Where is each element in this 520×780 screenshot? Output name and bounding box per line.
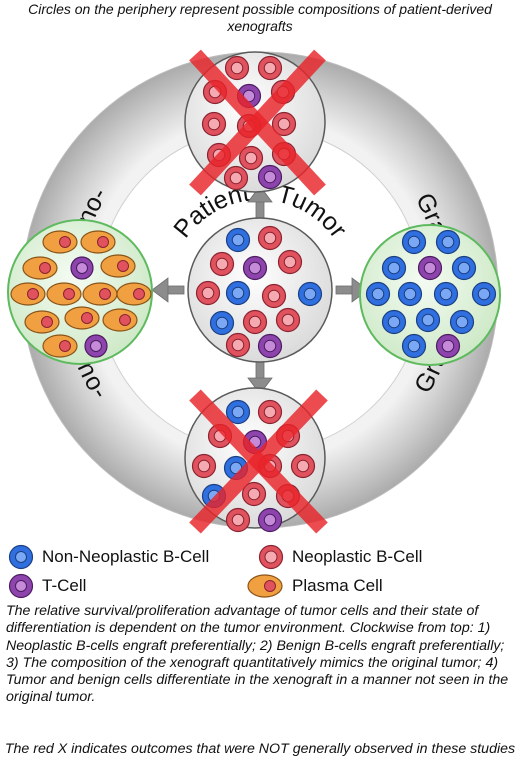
red-x-icon [189,389,328,534]
neoplastic-cell [241,481,267,507]
red-x-icon [189,49,326,196]
non-neoplastic-cell [471,281,497,307]
non-neoplastic-cell [209,310,235,336]
non-neoplastic-cell [401,229,427,255]
legend-plasma: Plasma Cell [246,573,383,599]
plasma-cell [42,334,78,358]
non-neoplastic-cell [365,281,391,307]
caption-top: Circles on the periphery represent possi… [28,1,492,34]
t-cell [257,164,283,190]
plasma-cell [100,254,136,278]
non-neoplastic-cell [397,281,423,307]
neoplastic-cell [191,453,217,479]
non-neoplastic-cell [225,399,251,425]
neoplastic-cell [277,249,303,275]
neoplastic-cell [201,111,227,137]
arrow-icon [151,185,369,395]
non-neoplastic-cell [381,255,407,281]
neoplastic-cell [225,507,251,533]
t-cell [257,333,283,359]
t-cell [417,255,443,281]
legend-label-plasma: Plasma Cell [292,576,383,595]
non-neoplastic-cell [381,309,407,335]
neoplastic-cell [290,453,316,479]
plasma-cell [10,282,46,306]
non-neoplastic-cell-icon [8,544,34,570]
neoplastic-cell [223,165,249,191]
plasma-cell [22,256,58,280]
t-cell [70,256,94,280]
neoplastic-cell [224,55,250,81]
legend-t-cell: T-Cell [8,573,86,599]
neoplastic-cell [271,111,297,137]
non-neoplastic-cell [433,281,459,307]
t-cell [242,255,268,281]
neoplastic-cell [257,225,283,251]
plasma-cell [80,230,116,254]
non-neoplastic-cell [415,307,441,333]
legend-non-neoplastic: Non-Neoplastic B-Cell [8,544,209,570]
plasma-cell-icon [247,574,283,598]
non-neoplastic-cell [297,281,323,307]
legend-label-t-cell: T-Cell [42,576,87,595]
neoplastic-cell [242,309,268,335]
non-neoplastic-cell [225,280,251,306]
plasma-cell [102,308,138,332]
plasma-cell [82,282,118,306]
plasma-cell [64,306,100,330]
neoplastic-cell [261,283,287,309]
neoplastic-cell [195,280,221,306]
plasma-cell [116,282,152,306]
t-cell [257,507,283,533]
neoplastic-cell-icon [258,544,284,570]
legend-label-non-neoplastic: Non-Neoplastic B-Cell [42,547,210,566]
t-cell [435,333,461,359]
non-neoplastic-cell [449,309,475,335]
legend-label-neoplastic: Neoplastic B-Cell [292,547,423,566]
neoplastic-cell [275,307,301,333]
non-neoplastic-cell [225,227,251,253]
non-neoplastic-cell [401,333,427,359]
plasma-cell [46,282,82,306]
plasma-cell [42,230,78,254]
neoplastic-cell [257,399,283,425]
neoplastic-cell [225,332,251,358]
plasma-cell [24,310,60,334]
legend: Non-Neoplastic B-Cell Neoplastic B-Cell … [0,540,520,602]
neoplastic-cell [257,55,283,81]
non-neoplastic-cell [451,255,477,281]
non-neoplastic-cell [435,229,461,255]
t-cell [84,334,108,358]
neoplastic-cell [209,251,235,277]
red-x-note: The red X indicates outcomes that were N… [4,741,516,757]
legend-neoplastic: Neoplastic B-Cell [258,544,422,570]
neoplastic-cell [238,145,264,171]
t-cell-icon [8,573,34,599]
description-paragraph: The relative survival/proliferation adva… [6,603,509,706]
